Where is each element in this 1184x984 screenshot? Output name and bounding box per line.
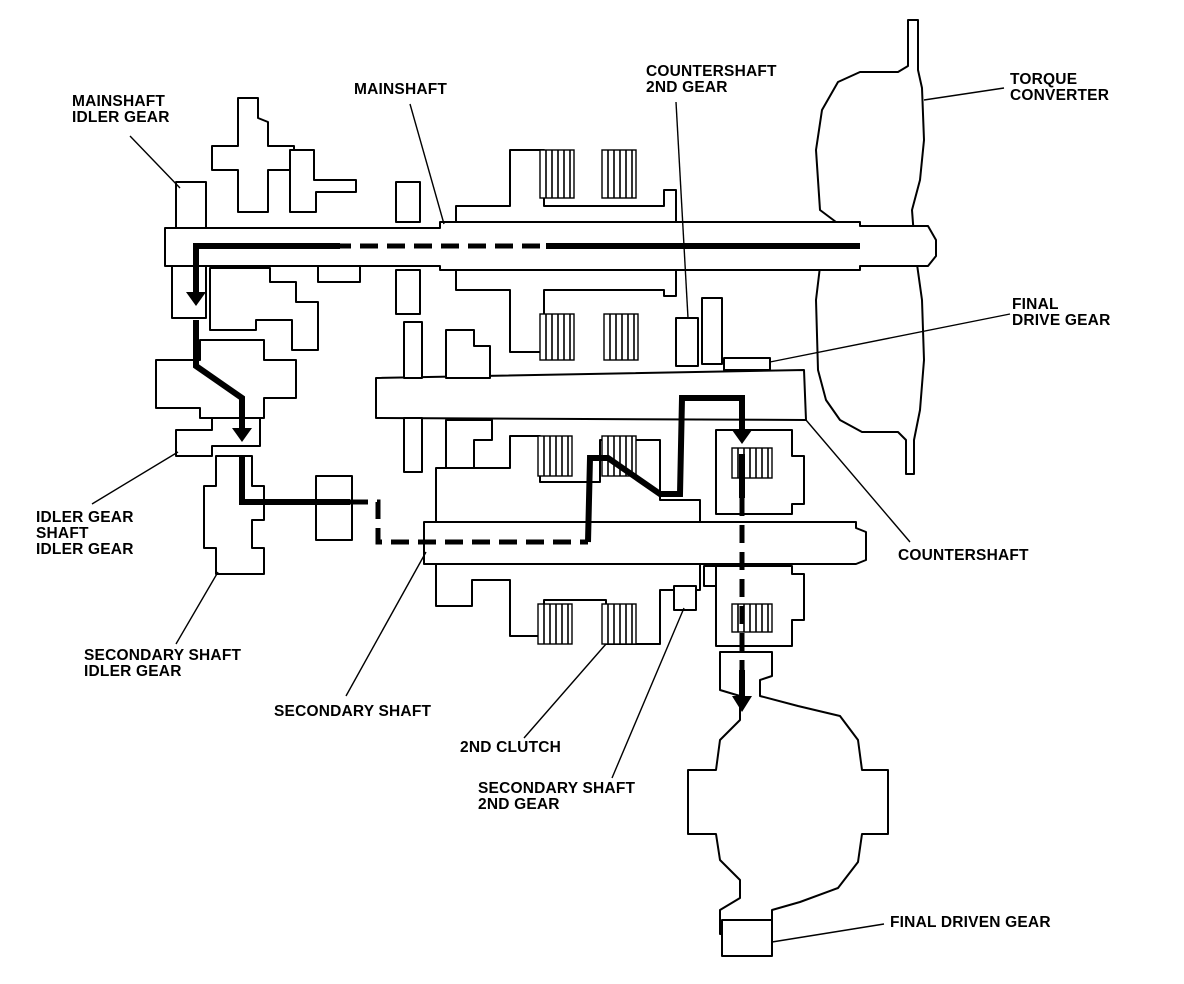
mainshaft-collar	[317, 265, 361, 283]
label-countershaft-2nd-gear: COUNTERSHAFT 2ND GEAR	[646, 64, 777, 96]
label-line: SHAFT	[36, 525, 89, 542]
label-line: MAINSHAFT	[72, 93, 166, 110]
flow-arrowhead-3	[732, 430, 752, 444]
secondary-shaft-left-end	[315, 475, 353, 541]
label-line: TORQUE	[1010, 71, 1078, 88]
label-mainshaft-idler-gear: MAINSHAFT IDLER GEAR	[72, 94, 170, 126]
label-line: IDLER GEAR	[36, 541, 134, 558]
leader-final-driven-gear	[771, 923, 885, 943]
label-secondary-shaft: SECONDARY SHAFT	[274, 703, 432, 720]
label-line: DRIVE GEAR	[1012, 312, 1111, 329]
idler-gear-shaft	[155, 339, 297, 419]
mainshaft-clutch-pack-3	[539, 313, 575, 361]
secondary-shaft	[423, 521, 867, 565]
label-line: 2ND GEAR	[478, 796, 560, 813]
mainshaft-hub-lower	[209, 267, 319, 351]
mainshaft-clutch-pack-1	[539, 149, 575, 199]
countershaft-2nd-gear	[675, 317, 699, 367]
power-flow-path-dashed-secondary	[350, 499, 588, 545]
flow-arrowhead-1	[186, 292, 206, 306]
leader-idler-gear-shaft	[91, 451, 179, 505]
leader-countershaft-2nd-gear	[675, 101, 689, 319]
label-countershaft: COUNTERSHAFT	[898, 547, 1029, 564]
secondary-clutch-pack-lower	[537, 603, 573, 645]
label-line: SECONDARY SHAFT	[84, 647, 242, 664]
2nd-clutch	[601, 603, 637, 645]
label-final-drive-gear: FINAL DRIVE GEAR	[1012, 297, 1110, 329]
label-line: SECONDARY SHAFT	[478, 780, 636, 797]
flow-arrowhead-2	[232, 428, 252, 442]
label-line: IDLER GEAR	[72, 109, 170, 126]
final-driven-gear	[721, 919, 773, 957]
mainshaft-left-gear	[395, 181, 421, 315]
label-secondary-shaft-2nd-gear: SECONDARY SHAFT 2ND GEAR	[478, 781, 635, 813]
leader-secondary-shaft-2nd-gear	[611, 607, 685, 779]
differential-housing	[687, 651, 889, 935]
label-line: IDLER GEAR	[36, 509, 134, 526]
power-flow-path-solid-idler	[193, 243, 340, 296]
label-line: COUNTERSHAFT	[646, 63, 777, 80]
leader-secondary-shaft-idler-gear	[175, 571, 219, 645]
label-torque-converter: TORQUE CONVERTER	[1010, 72, 1109, 104]
leader-mainshaft	[409, 103, 445, 225]
mainshaft-drum-lower	[455, 269, 677, 353]
secondary-shaft-idler-gear	[203, 455, 265, 575]
mainshaft-hub-upper	[289, 149, 357, 213]
countershaft-right-clutch-pack	[731, 447, 773, 479]
leader-final-drive-gear	[769, 313, 1011, 363]
power-flow-path-idler-shaft	[193, 320, 245, 432]
label-mainshaft: MAINSHAFT	[354, 81, 448, 98]
mainshaft-drum-upper	[455, 149, 677, 223]
label-line: CONVERTER	[1010, 87, 1110, 104]
label-2nd-clutch: 2ND CLUTCH	[460, 739, 562, 756]
leader-secondary-shaft	[345, 551, 427, 697]
label-line: IDLER GEAR	[84, 663, 182, 680]
secondary-shaft-2nd-gear	[673, 585, 697, 611]
idler-upper-gear	[211, 97, 295, 213]
power-flow-path-secondary-idler	[239, 456, 350, 505]
countershaft-hub-lower	[445, 419, 493, 469]
countershaft-left-gear	[403, 321, 423, 473]
final-drive-gear	[723, 357, 771, 371]
leader-torque-converter	[923, 87, 1005, 101]
label-secondary-shaft-idler-gear: SECONDARY SHAFT IDLER GEAR	[84, 648, 241, 680]
mainshaft-clutch-pack-2	[601, 149, 637, 199]
mainshaft-clutch-pack-4	[603, 313, 639, 361]
leader-mainshaft-idler-gear	[129, 135, 181, 189]
power-flow-path-2nd-clutch	[585, 395, 745, 543]
idler-gear	[175, 417, 261, 457]
secondary-right-clutch-pack	[731, 603, 773, 633]
label-line: 2ND GEAR	[646, 79, 728, 96]
label-line: FINAL	[1012, 296, 1059, 313]
countershaft-hub-upper	[445, 329, 491, 379]
leader-2nd-clutch	[523, 643, 607, 739]
leader-countershaft	[805, 419, 911, 543]
countershaft-right-gear	[701, 297, 723, 365]
flow-arrowhead-4	[732, 696, 752, 712]
label-final-driven-gear: FINAL DRIVEN GEAR	[890, 914, 1051, 931]
secondary-clutch-pack-upper	[537, 435, 573, 477]
label-idler-gear-shaft-idler-gear: IDLER GEAR SHAFT IDLER GEAR	[36, 510, 134, 558]
2nd-clutch-pack-upper	[601, 435, 637, 477]
